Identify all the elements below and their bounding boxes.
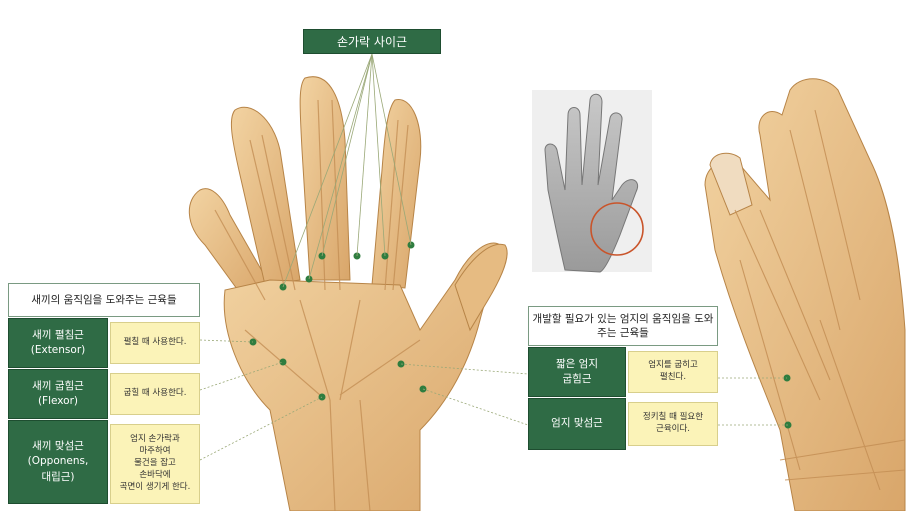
muscle-desc-thumb-opponens: 정키칠 때 필요한 근육이다. — [628, 402, 718, 446]
muscle-desc-opponens: 엄지 손가락과 마주하여 물건을 잡고 손바닥에 곡면이 생기게 한다. — [110, 424, 200, 504]
hand-palm-muscle-illustration-icon — [189, 54, 528, 511]
interossei-label: 손가락 사이근 — [303, 29, 441, 54]
muscle-name-thumb-opponens: 엄지 맞섬근 — [528, 398, 626, 450]
grayscale-hand-photo-icon — [532, 90, 652, 272]
muscle-name-short-thumb-flexor: 짧은 엄지 굽힘근 — [528, 347, 626, 397]
muscle-desc-flexor: 굽힐 때 사용한다. — [110, 373, 200, 415]
hand-side-muscle-illustration-icon — [705, 79, 905, 511]
muscle-desc-short-thumb-flexor: 엄지를 굽히고 펼친다. — [628, 351, 718, 393]
muscle-name-opponens: 새끼 맞섬근 (Opponens, 대립근) — [8, 420, 108, 504]
right-group-title: 개발할 필요가 있는 엄지의 움직임을 도와주는 근육들 — [528, 306, 718, 346]
muscle-name-flexor: 새끼 굽힘근 (Flexor) — [8, 369, 108, 419]
muscle-name-extensor: 새끼 펼침근 (Extensor) — [8, 318, 108, 368]
muscle-desc-extensor: 펼칠 때 사용한다. — [110, 322, 200, 364]
left-group-title: 새끼의 움직임을 도와주는 근육들 — [8, 283, 200, 317]
